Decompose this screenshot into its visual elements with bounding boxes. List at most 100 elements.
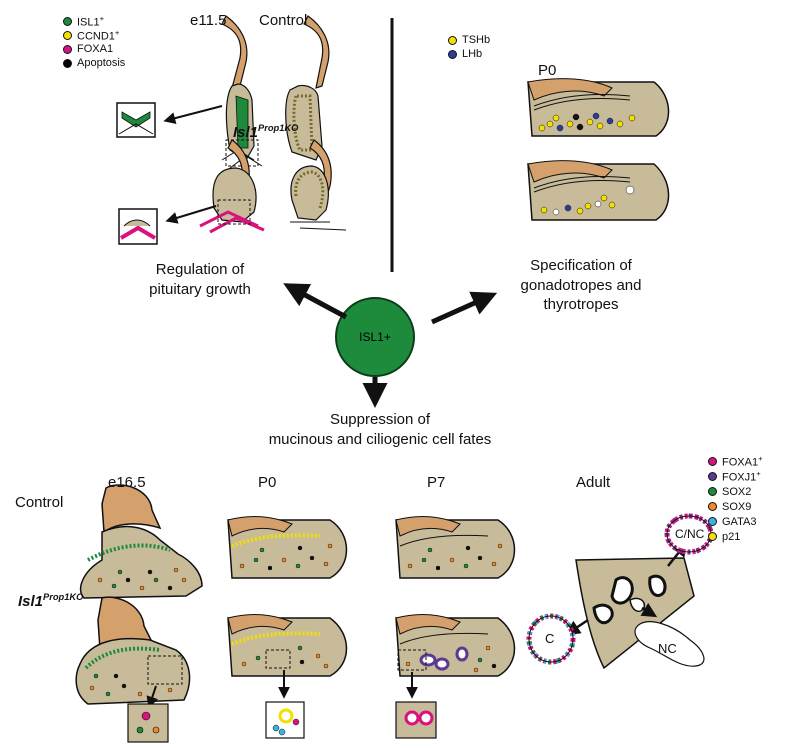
supp-caption-line2: mucinous and ciliogenic cell fates — [268, 430, 492, 448]
legend-bottom-item: SOX2 — [708, 484, 763, 499]
cell-dot — [241, 661, 247, 667]
cell-dot — [608, 201, 616, 209]
cell-dot — [153, 577, 159, 583]
zoom-box-ko — [118, 205, 217, 245]
cell-dot — [137, 691, 143, 697]
cell-dot — [173, 567, 179, 573]
adult-c-label: C — [545, 631, 555, 646]
cell-dot — [491, 663, 497, 669]
cell-dot — [139, 585, 145, 591]
cell-dot — [299, 659, 305, 665]
e11-control-label: Control — [259, 12, 308, 29]
cell-dot — [586, 118, 594, 126]
growth-caption-line1: Regulation of — [155, 261, 245, 278]
cell-dot — [556, 124, 564, 132]
cell-dot — [309, 555, 315, 561]
supp-caption-line1: Suppression of — [329, 411, 431, 428]
cell-dot — [117, 569, 123, 575]
cell-dot — [449, 557, 455, 563]
legend-top-right-item: TSHb — [448, 33, 490, 47]
cell-dot — [89, 685, 95, 691]
cell-dot — [255, 655, 261, 661]
cell-dot — [473, 667, 479, 673]
cell-dot — [295, 563, 301, 569]
cell-dot — [540, 206, 548, 214]
arrow-to-growth — [283, 283, 348, 320]
cell-dot — [463, 563, 469, 569]
cell-dot — [281, 557, 287, 563]
legend-bottom-item: GATA3 — [708, 514, 763, 529]
cell-dot — [564, 204, 572, 212]
adult-cnc-label: C/NC — [675, 527, 705, 541]
cell-dot — [572, 113, 580, 121]
stage-label-adult: Adult — [576, 474, 611, 491]
legend-top-left-item: Apoptosis — [63, 56, 125, 70]
zoom-box-control — [116, 102, 223, 138]
cell-dot — [628, 114, 636, 122]
cell-dot — [594, 200, 602, 208]
cell-dot — [625, 185, 635, 195]
cell-dot — [93, 673, 99, 679]
legend-bottom-label: FOXJ1+ — [722, 469, 761, 484]
cell-dot — [323, 561, 329, 567]
cell-dot — [167, 585, 173, 591]
ko-gene: Isl1 — [233, 124, 259, 141]
legend-bottom-item: FOXA1+ — [708, 454, 763, 469]
e11-ko-ccnd1-sketch — [290, 139, 347, 231]
growth-caption: Regulation of pituitary growth — [120, 260, 280, 299]
cell-dot — [297, 645, 303, 651]
cell-dot — [147, 569, 153, 575]
cell-dot — [427, 547, 433, 553]
e11-ko-label: Isl1Prop1KO — [233, 123, 298, 141]
p0-bottom-control — [227, 516, 348, 579]
cell-dot — [584, 202, 592, 210]
p7-control — [395, 516, 516, 579]
legend-top-right-label: TSHb — [462, 34, 491, 46]
legend-top-left-label: ISL1+ — [77, 13, 105, 29]
cell-dot — [97, 577, 103, 583]
legend-swatch-icon — [708, 502, 717, 511]
spec-caption-line3: thyrotropes — [543, 296, 619, 313]
p0-bottom-ko — [227, 614, 348, 739]
legend-top-left-label: Apoptosis — [77, 57, 126, 69]
stage-label-e16: e16.5 — [108, 474, 146, 491]
cell-dot — [239, 563, 245, 569]
legend-top-right-label: LHb — [462, 48, 483, 60]
cell-dot — [497, 543, 503, 549]
cell-dot — [315, 653, 321, 659]
cell-dot — [600, 194, 608, 202]
cell-dot — [407, 563, 413, 569]
adult-sketch — [526, 513, 714, 670]
cell-dot — [435, 565, 441, 571]
e11-stage-label: e11.5 — [190, 12, 227, 29]
legend-top-left-item: ISL1+ — [63, 14, 125, 28]
arrow-to-specification — [430, 291, 498, 325]
cell-dot — [111, 583, 117, 589]
cell-dot — [592, 112, 600, 120]
cell-dot — [181, 577, 187, 583]
legend-swatch-icon — [708, 517, 717, 526]
cell-dot — [491, 561, 497, 567]
e11-ko-sketch — [199, 139, 265, 234]
legend-bottom-item: FOXJ1+ — [708, 469, 763, 484]
cell-dot — [538, 124, 546, 132]
legend-bottom-item: p21 — [708, 529, 763, 544]
legend-bottom-label: SOX9 — [722, 500, 752, 513]
ko-sup: Prop1KO — [258, 123, 299, 133]
cell-dot — [606, 117, 614, 125]
cell-dot — [421, 557, 427, 563]
stage-label-p7: P7 — [427, 474, 446, 491]
legend-swatch-icon — [63, 44, 72, 54]
cell-dot — [105, 691, 111, 697]
nc-shape — [634, 621, 705, 667]
cell-dot — [576, 123, 584, 131]
cell-dot — [596, 122, 604, 130]
legend-swatch-icon — [708, 457, 717, 466]
bottom-control-label: Control — [15, 494, 64, 511]
cell-dot — [259, 547, 265, 553]
legend-bottom-label: p21 — [722, 530, 741, 543]
